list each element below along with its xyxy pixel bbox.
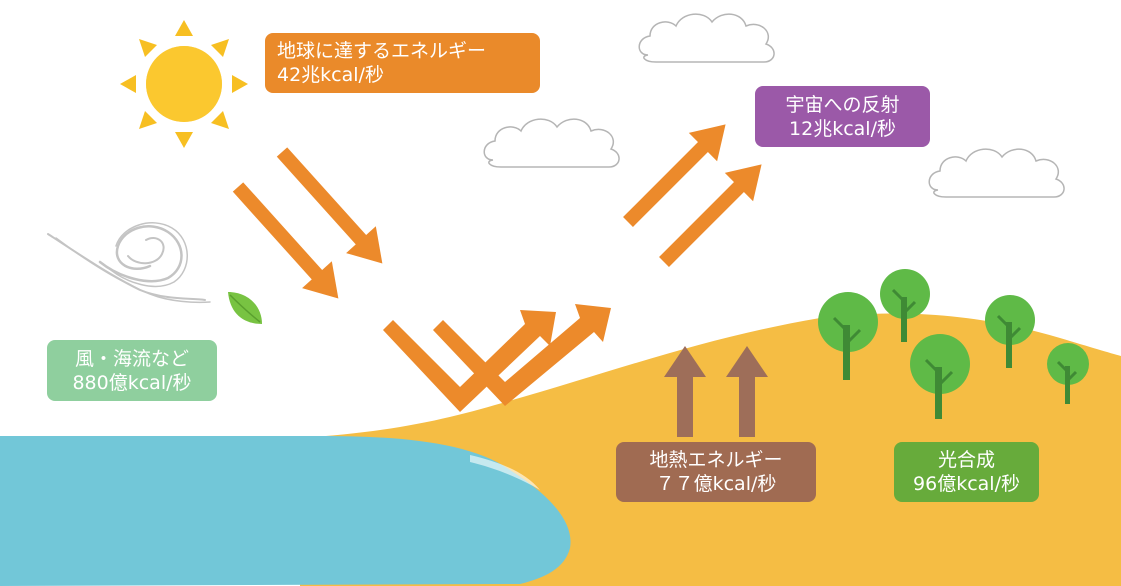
- tree-icon: [985, 295, 1035, 368]
- tree-icon: [880, 269, 930, 342]
- sun-energy-title: 地球に達するエネルギー: [277, 40, 487, 62]
- geothermal-title: 地熱エネルギー: [649, 449, 783, 471]
- reflection-arrows: [623, 124, 762, 267]
- geothermal-arrows: [664, 346, 768, 437]
- space-reflection-label: 宇宙への反射 12兆kcal/秒: [755, 86, 930, 147]
- cloud-icon: [638, 13, 775, 63]
- space-reflection-title: 宇宙への反射: [785, 94, 900, 116]
- wind-swirl-icon: [47, 222, 211, 304]
- space-reflection-value: 12兆kcal/秒: [789, 118, 896, 140]
- wind-ocean-label: 風・海流など 880億kcal/秒: [47, 340, 217, 401]
- photosynthesis-label: 光合成 96億kcal/秒: [894, 442, 1039, 502]
- zigzag-arrow-2: [433, 304, 611, 406]
- incoming-arrows: [232, 147, 383, 299]
- geothermal-arrow-2: [726, 346, 768, 437]
- sun-icon: [120, 20, 248, 148]
- photosynthesis-value: 96億kcal/秒: [913, 473, 1020, 495]
- geothermal-value: ７７億kcal/秒: [655, 473, 777, 495]
- reflection-arrow-1: [623, 124, 726, 227]
- tree-icon: [818, 292, 878, 380]
- sea-area: [0, 436, 571, 586]
- leaf-icon: [228, 292, 262, 324]
- incoming-arrow-1: [276, 147, 383, 264]
- wind-ocean-title: 風・海流など: [74, 348, 189, 370]
- photosynthesis-title: 光合成: [937, 449, 995, 471]
- geothermal-arrow-1: [664, 346, 706, 437]
- sun-energy-label: 地球に達するエネルギー 42兆kcal/秒: [265, 33, 540, 93]
- zigzag-arrow-1: [383, 310, 556, 412]
- sun-energy-value: 42兆kcal/秒: [277, 64, 384, 86]
- sea-white-edge: [470, 455, 540, 490]
- cloud-icon: [928, 148, 1065, 198]
- reflection-arrow-2: [659, 164, 762, 267]
- wind-ocean-value: 880億kcal/秒: [72, 372, 192, 394]
- cloud-icon: [483, 118, 620, 168]
- tree-icon: [910, 334, 970, 419]
- incoming-arrow-2: [232, 182, 339, 299]
- geothermal-label: 地熱エネルギー ７７億kcal/秒: [616, 442, 816, 502]
- zigzag-arrows: [383, 304, 611, 412]
- tree-icon: [1047, 343, 1089, 404]
